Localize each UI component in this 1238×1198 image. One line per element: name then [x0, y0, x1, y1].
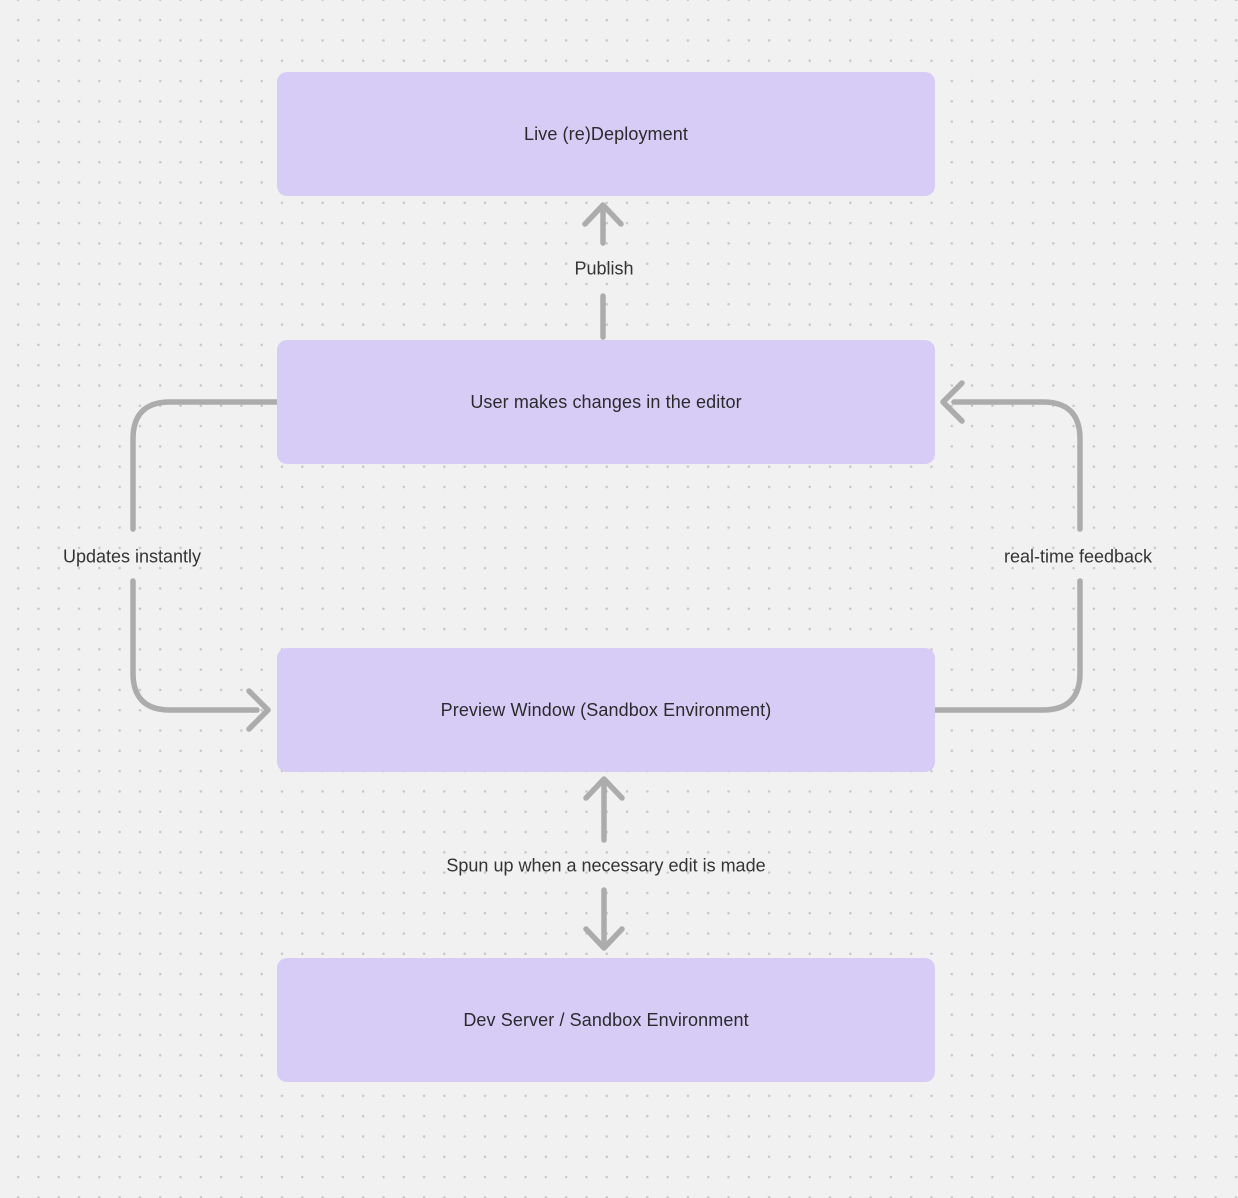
edge-label-publish: Publish — [574, 258, 634, 279]
spun-up-arrow[interactable] — [583, 776, 625, 951]
publish-arrow[interactable] — [582, 202, 624, 340]
publish-arrowhead-up-icon — [582, 202, 624, 227]
updates-arrowhead-right-icon — [246, 688, 271, 732]
node-user-changes[interactable]: User makes changes in the editor — [277, 340, 935, 464]
node-preview-window-label: Preview Window (Sandbox Environment) — [440, 699, 772, 720]
node-dev-server[interactable]: Dev Server / Sandbox Environment — [277, 958, 935, 1082]
updates-arrow-upper — [130, 399, 280, 532]
updates-arrow-lower — [130, 578, 260, 713]
realtime-feedback-arrow[interactable] — [932, 380, 1083, 713]
node-preview-window[interactable]: Preview Window (Sandbox Environment) — [277, 648, 935, 772]
feedback-arrow-upper — [951, 399, 1083, 532]
feedback-arrow-lower — [932, 578, 1083, 713]
updates-instantly-arrow[interactable] — [130, 399, 280, 732]
node-user-changes-label: User makes changes in the editor — [470, 391, 742, 412]
edge-label-spun-up: Spun up when a necessary edit is made — [446, 855, 766, 876]
edge-label-realtime-feedback: real-time feedback — [1003, 546, 1153, 567]
feedback-arrowhead-left-icon — [940, 380, 965, 424]
spunup-arrowhead-down-icon — [583, 926, 625, 951]
spunup-arrowhead-up-icon — [583, 776, 625, 801]
node-live-redeployment-label: Live (re)Deployment — [524, 123, 688, 144]
node-live-redeployment[interactable]: Live (re)Deployment — [277, 72, 935, 196]
node-dev-server-label: Dev Server / Sandbox Environment — [463, 1009, 749, 1030]
edge-label-updates-instantly: Updates instantly — [62, 546, 202, 567]
